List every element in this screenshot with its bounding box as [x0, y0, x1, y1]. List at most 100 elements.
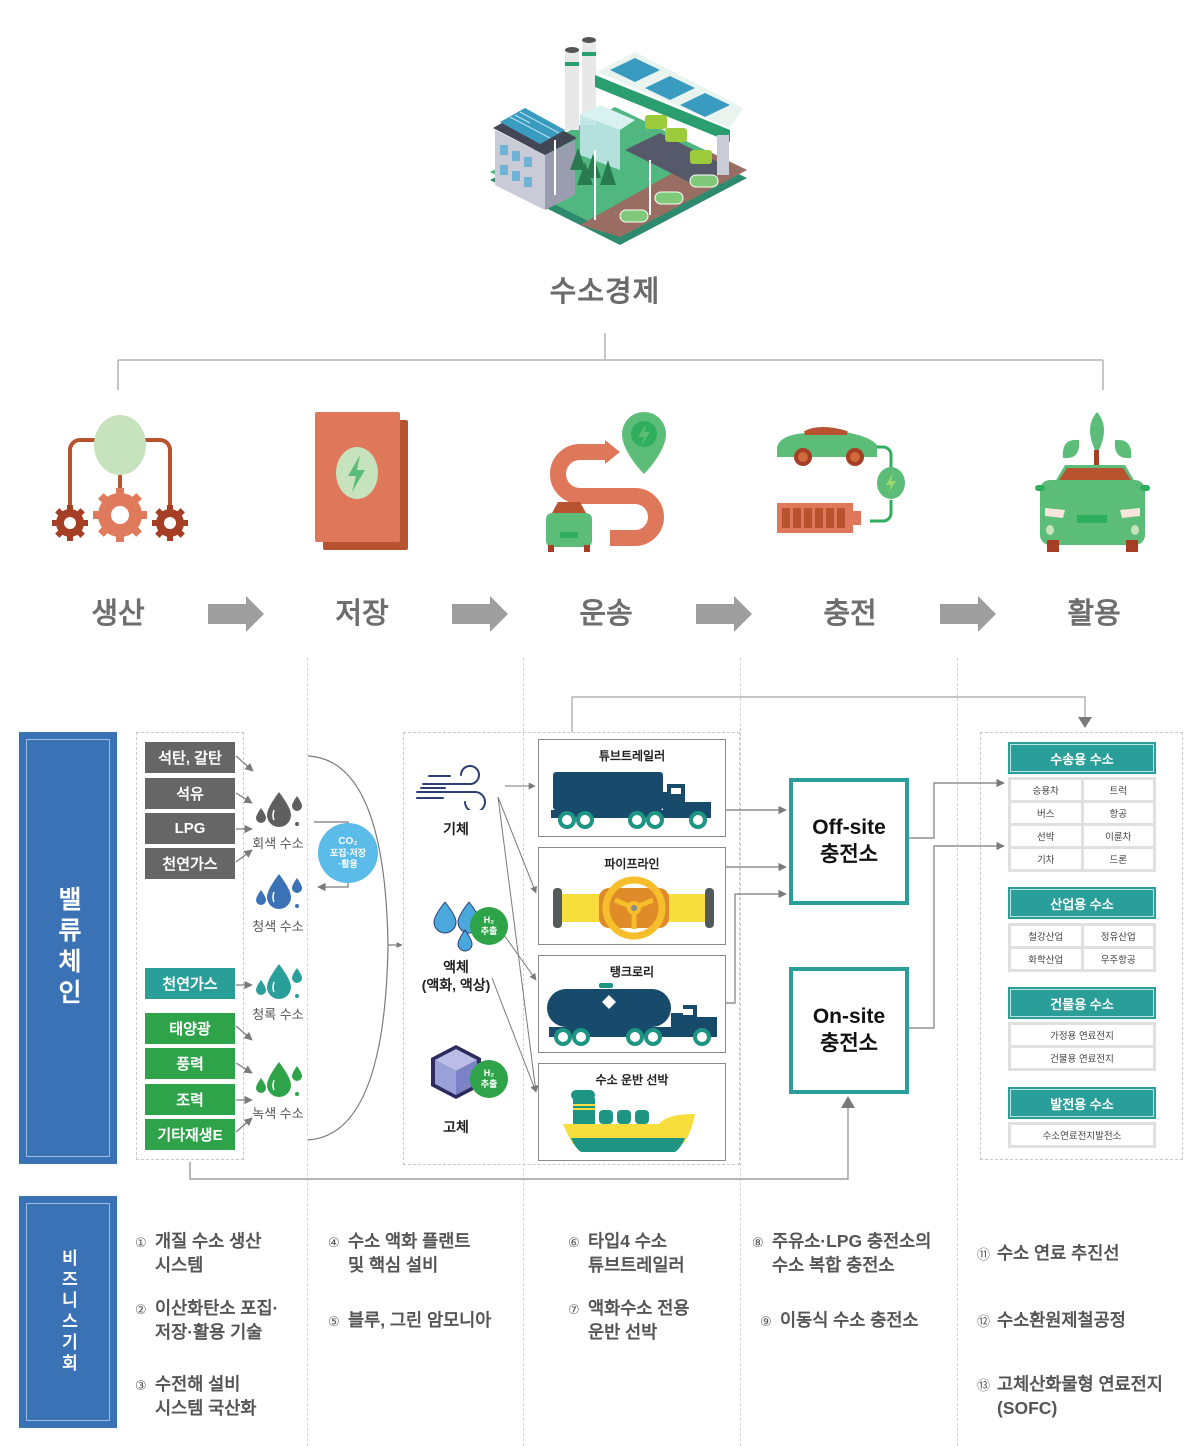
co2-line-2: 포집·저장 [329, 848, 367, 858]
on-site-line-2: 충전소 [820, 1031, 878, 1055]
use-grid-transport: 승용차 트럭 버스 항공 선박 이륜차 기차 드론 [1008, 777, 1156, 872]
biz-line: 주유소·LPG 충전소의 [772, 1231, 932, 1251]
state-label-gas: 기체 [443, 821, 469, 837]
use-item: 화학산업 [1011, 949, 1081, 969]
use-header-label: 발전용 수소 [1050, 1096, 1114, 1112]
transport-title: 튜브트레일러 [598, 749, 666, 763]
hero-title: 수소경제 [549, 276, 661, 308]
stage-label-storage: 저장 [335, 598, 389, 630]
h2-extract-badge: H₂ 추출 [470, 1060, 508, 1098]
tube-trailer-icon [551, 772, 711, 829]
biz-number: ⑪ [977, 1247, 991, 1262]
use-item: 건물용 연료전지 [1011, 1048, 1153, 1068]
hero-connector [117, 333, 1104, 390]
biz-line: 운반 선박 [588, 1321, 658, 1342]
biz-line: 시스템 국산화 [155, 1397, 257, 1418]
use-grid-industry: 철강산업 정유산업 화학산업 우주항공 [1008, 923, 1156, 972]
use-header-building: 건물용 수소 [1008, 987, 1156, 1019]
use-item: 우주항공 [1083, 949, 1153, 969]
biz-line: 수소 복합 충전소 [772, 1254, 895, 1275]
biz-line: 개질 수소 생산 [155, 1231, 262, 1251]
biz-line: 시스템 [155, 1254, 204, 1275]
biz-line: 고체산화물형 연료전지 [997, 1374, 1163, 1394]
biz-line: 및 핵심 설비 [348, 1254, 439, 1275]
biz-line: 액화수소 전용 [588, 1298, 690, 1318]
h2-badge-line-1: H₂ [483, 915, 495, 926]
column-divider [307, 658, 308, 1446]
transport-pipeline: 파이프라인 [538, 847, 726, 945]
value-chain-tab-label: 밸류체인 [54, 886, 82, 1010]
biz-number: ⑨ [760, 1314, 772, 1329]
blue-hydrogen-label: 청색 수소 [252, 919, 304, 934]
h2-badge-line-2: 추출 [480, 926, 498, 936]
stage-arrow-icon [208, 596, 264, 632]
business-tab-label: 비즈니스기회 [58, 1249, 78, 1375]
production-gears-icon [40, 410, 200, 550]
h2-badge-line-2: 추출 [480, 1079, 498, 1089]
transport-route-icon [540, 410, 670, 555]
grey-hydrogen-label: 회색 수소 [252, 836, 304, 851]
use-item: 승용차 [1011, 780, 1081, 800]
use-item: 가정용 연료전지 [1011, 1025, 1153, 1045]
biz-line: 튜브트레일러 [588, 1254, 685, 1275]
use-header-label: 산업용 수소 [1050, 896, 1114, 912]
use-item: 드론 [1083, 849, 1153, 869]
transport-tank-lorry: 탱크로리 [538, 955, 726, 1053]
source-other-renewable: 기타재생E [145, 1119, 235, 1150]
column-divider [523, 658, 524, 1446]
column-divider [957, 658, 958, 1446]
use-item: 선박 [1011, 826, 1081, 846]
biz-number: ① [135, 1235, 147, 1250]
off-site-line-2: 충전소 [820, 842, 878, 866]
on-site-line-1: On-site [812, 1005, 886, 1029]
biz-line: 수소환원제철공정 [997, 1310, 1126, 1330]
use-grid-building: 가정용 연료전지 건물용 연료전지 [1008, 1022, 1156, 1071]
transport-hydrogen-ship: 수소 운반 선박 [538, 1063, 726, 1161]
use-header-power: 발전용 수소 [1008, 1087, 1156, 1119]
stage-label-charging: 충전 [823, 598, 877, 630]
storage-transport-box [403, 732, 740, 1165]
stage-label-utilization: 활용 [1067, 598, 1121, 630]
column-divider [740, 658, 741, 1446]
state-label-liquid: 액체 (액화, 액상) [421, 959, 491, 994]
source-oil: 석유 [145, 778, 235, 809]
use-item: 철강산업 [1011, 926, 1081, 946]
biz-number: ⑧ [752, 1235, 764, 1250]
biz-line: 타입4 수소 [588, 1231, 667, 1251]
biz-number: ② [135, 1302, 147, 1317]
stage-arrow-icon [452, 596, 508, 632]
stage-arrow-icon [696, 596, 752, 632]
biz-line: 수소 연료 추진선 [997, 1243, 1120, 1263]
source-natural-gas-turquoise: 천연가스 [145, 968, 235, 999]
biz-number: ⑦ [568, 1302, 580, 1317]
h2-extract-badge: H₂ 추출 [470, 907, 508, 945]
biz-number: ⑬ [977, 1378, 991, 1393]
green-hydrogen-label: 녹색 수소 [252, 1106, 304, 1121]
use-item: 정유산업 [1083, 926, 1153, 946]
on-site-station: On-site 충전소 [789, 967, 909, 1094]
hydrogen-ship-icon [563, 1090, 695, 1152]
turquoise-hydrogen-label: 청록 수소 [252, 1007, 304, 1022]
use-item: 수소연료전지발전소 [1011, 1125, 1153, 1145]
transport-title: 탱크로리 [609, 965, 655, 979]
biz-line: 이산화탄소 포집· [155, 1298, 279, 1318]
business-tab: 비즈니스기회 [19, 1196, 117, 1428]
off-site-line-1: Off-site [812, 816, 886, 840]
source-solar: 태양광 [145, 1013, 235, 1044]
use-header-industry: 산업용 수소 [1008, 887, 1156, 919]
biz-line: 저장·활용 기술 [155, 1321, 263, 1342]
source-lpg: LPG [145, 813, 235, 844]
value-chain-tab: 밸류체인 [19, 732, 117, 1164]
production-sources-box [136, 732, 244, 1160]
source-tidal: 조력 [145, 1084, 235, 1115]
use-item: 이륜차 [1083, 826, 1153, 846]
use-header-label: 건물용 수소 [1050, 996, 1114, 1012]
use-item: 항공 [1083, 803, 1153, 823]
grey-hydrogen-drop-icon [253, 790, 305, 830]
biz-number: ⑫ [977, 1314, 991, 1329]
co2-line-1: CO₂ [338, 835, 358, 847]
gas-wind-icon [415, 762, 500, 810]
